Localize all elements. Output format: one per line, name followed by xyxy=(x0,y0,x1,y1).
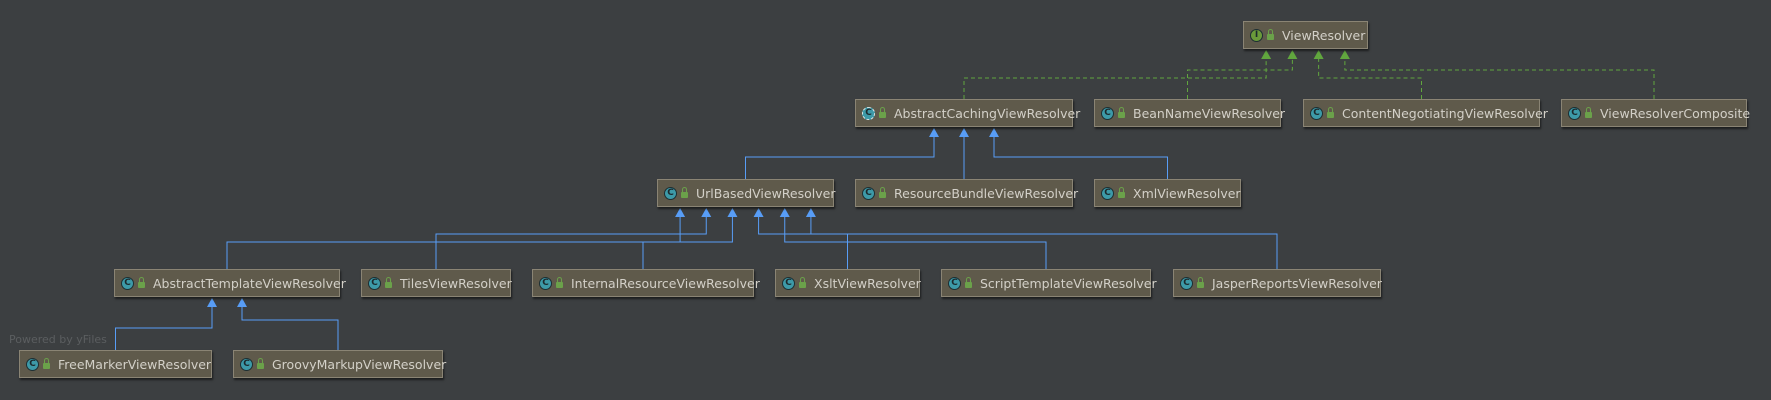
public-access-icon xyxy=(138,277,145,288)
node-script-template-view-resolver[interactable]: C ScriptTemplateViewResolver xyxy=(941,269,1157,297)
node-label: ResourceBundleViewResolver xyxy=(894,185,1079,201)
node-internal-resource-view-resolver[interactable]: C InternalResourceViewResolver xyxy=(532,269,760,297)
node-tiles-view-resolver[interactable]: C TilesViewResolver xyxy=(361,269,512,297)
class-icon: C xyxy=(539,276,552,290)
class-icon: C xyxy=(1310,106,1323,120)
inheritance-arrowhead xyxy=(701,208,712,217)
node-label: XsltViewResolver xyxy=(814,275,921,291)
class-icon: C xyxy=(368,276,381,290)
node-label: ViewResolverComposite xyxy=(1600,105,1751,121)
inheritance-arrowhead xyxy=(675,208,686,217)
node-jasper-reports-view-resolver[interactable]: C JasperReportsViewResolver xyxy=(1173,269,1382,297)
node-bean-name-view-resolver[interactable]: C BeanNameViewResolver xyxy=(1094,99,1285,127)
node-content-negotiating-view-resolver[interactable]: C ContentNegotiatingViewResolver xyxy=(1303,99,1548,127)
node-label: JasperReportsViewResolver xyxy=(1212,275,1382,291)
node-label: AbstractTemplateViewResolver xyxy=(153,275,346,291)
class-icon: C xyxy=(782,276,795,290)
class-icon: C xyxy=(121,276,134,290)
node-xslt-view-resolver[interactable]: C XsltViewResolver xyxy=(775,269,921,297)
inheritance-arrowhead xyxy=(1339,50,1350,59)
node-view-resolver[interactable]: I ViewResolver xyxy=(1243,21,1368,49)
node-xml-view-resolver[interactable]: C XmlViewResolver xyxy=(1094,179,1241,207)
node-label: GroovyMarkupViewResolver xyxy=(272,356,447,372)
public-access-icon xyxy=(1118,187,1125,198)
edge-extends xyxy=(745,136,935,179)
edge-extends xyxy=(642,216,733,269)
edge-extends xyxy=(784,216,1047,269)
public-access-icon xyxy=(385,277,392,288)
edge-implements xyxy=(963,58,1267,99)
edge-extends xyxy=(226,216,681,269)
inheritance-arrowhead xyxy=(727,208,738,217)
public-access-icon xyxy=(43,358,50,369)
inheritance-arrowhead xyxy=(989,128,999,137)
inheritance-arrowhead xyxy=(207,298,217,307)
inheritance-arrowhead xyxy=(1261,50,1272,59)
public-access-icon xyxy=(681,187,688,198)
node-label: FreeMarkerViewResolver xyxy=(58,356,212,372)
class-icon: C xyxy=(1180,276,1193,290)
edge-extends xyxy=(241,306,339,350)
public-access-icon xyxy=(1197,277,1204,288)
interface-icon: I xyxy=(1250,28,1263,42)
inheritance-arrowhead xyxy=(1287,50,1298,59)
public-access-icon xyxy=(1327,107,1334,118)
edge-extends xyxy=(758,216,848,269)
inheritance-arrowhead xyxy=(779,208,790,217)
class-icon: C xyxy=(240,357,253,371)
node-groovy-markup-view-resolver[interactable]: C GroovyMarkupViewResolver xyxy=(233,350,446,378)
inheritance-arrowhead xyxy=(237,298,247,307)
node-label: InternalResourceViewResolver xyxy=(571,275,760,291)
powered-by-label: Powered by yFiles xyxy=(9,333,107,346)
edge-implements xyxy=(1187,58,1293,99)
node-resource-bundle-view-resolver[interactable]: C ResourceBundleViewResolver xyxy=(855,179,1078,207)
node-abstract-caching-view-resolver[interactable]: C AbstractCachingViewResolver xyxy=(855,99,1080,127)
node-abstract-template-view-resolver[interactable]: C AbstractTemplateViewResolver xyxy=(114,269,346,297)
node-label: ScriptTemplateViewResolver xyxy=(980,275,1157,291)
node-label: AbstractCachingViewResolver xyxy=(894,105,1081,121)
class-icon: C xyxy=(862,186,875,200)
node-label: TilesViewResolver xyxy=(400,275,512,291)
public-access-icon xyxy=(965,277,972,288)
class-icon: C xyxy=(664,186,677,200)
node-label: XmlViewResolver xyxy=(1133,185,1241,201)
class-icon: C xyxy=(948,276,961,290)
node-label: ViewResolver xyxy=(1282,27,1366,43)
public-access-icon xyxy=(1585,107,1592,118)
node-label: ContentNegotiatingViewResolver xyxy=(1342,105,1548,121)
inheritance-arrowhead xyxy=(1313,50,1324,59)
edge-extends xyxy=(993,136,1168,179)
public-access-icon xyxy=(879,187,886,198)
edge-implements xyxy=(1318,58,1422,99)
inheritance-arrowhead xyxy=(753,208,764,217)
class-icon: C xyxy=(1101,106,1114,120)
public-access-icon xyxy=(879,107,886,118)
inheritance-arrowhead xyxy=(959,128,969,137)
node-freemarker-view-resolver[interactable]: C FreeMarkerViewResolver xyxy=(19,350,212,378)
node-view-resolver-composite[interactable]: C ViewResolverComposite xyxy=(1561,99,1750,127)
class-icon: C xyxy=(1568,106,1581,120)
class-icon: C xyxy=(26,357,39,371)
abstract-class-icon: C xyxy=(862,106,875,120)
inheritance-arrowhead xyxy=(929,128,939,137)
node-label: BeanNameViewResolver xyxy=(1133,105,1286,121)
public-access-icon xyxy=(1267,29,1274,40)
public-access-icon xyxy=(556,277,563,288)
edge-implements xyxy=(1344,58,1655,99)
node-url-based-view-resolver[interactable]: C UrlBasedViewResolver xyxy=(657,179,835,207)
node-label: UrlBasedViewResolver xyxy=(696,185,836,201)
class-icon: C xyxy=(1101,186,1114,200)
public-access-icon xyxy=(257,358,264,369)
edge-extends xyxy=(115,306,213,350)
public-access-icon xyxy=(1118,107,1125,118)
edge-extends xyxy=(435,216,707,269)
public-access-icon xyxy=(799,277,806,288)
edge-extends xyxy=(810,216,1278,269)
inheritance-arrowhead xyxy=(805,208,816,217)
